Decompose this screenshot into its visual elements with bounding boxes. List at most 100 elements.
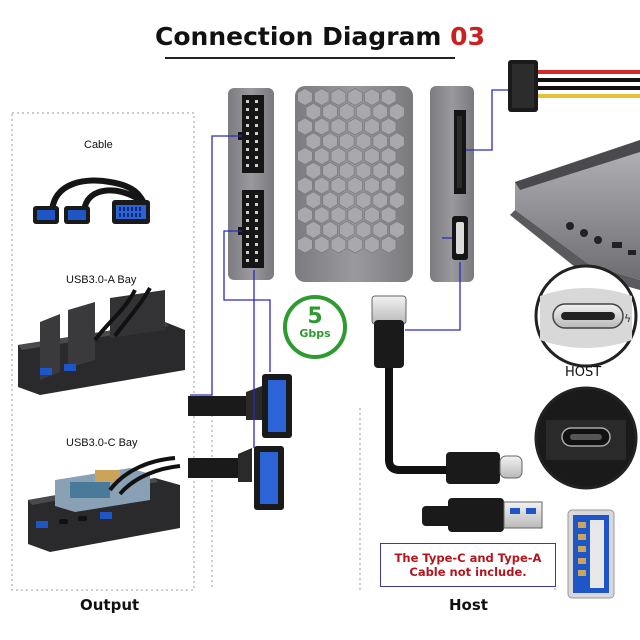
hexagon-vent (330, 176, 347, 195)
hexagon-vent (338, 220, 355, 239)
hexagon-vent (389, 220, 405, 239)
hexagon-vent (305, 191, 322, 210)
hexagon-vent (313, 88, 330, 106)
hexagon-vent (322, 220, 338, 239)
hexagon-vent (313, 206, 330, 224)
hexagon-vent (347, 235, 363, 254)
hexagon-vent (297, 88, 313, 106)
svg-text:ϟ: ϟ (624, 312, 631, 325)
hexagon-vent (380, 88, 397, 106)
hexagon-vent (380, 235, 397, 254)
hexagon-vent (330, 147, 347, 165)
hexagon-vent (330, 88, 347, 106)
hexagon-vent (322, 132, 338, 151)
hexagon-vent (347, 206, 363, 224)
speed-badge: 5 Gbps (280, 306, 350, 340)
black-usb-c-port-zoom-circle (534, 386, 638, 490)
hexagon-vent (297, 235, 313, 254)
hexagon-vent (380, 176, 397, 195)
title-number: 03 (450, 22, 485, 51)
hexagon-vent (330, 235, 347, 254)
hexagon-vent (389, 191, 405, 210)
connection-lines (190, 89, 508, 448)
hexagon-vent (389, 102, 405, 121)
device-header-side (228, 88, 274, 280)
header-cable-1 (188, 374, 292, 438)
title-underline (165, 57, 455, 59)
usb-a-cable (422, 498, 543, 532)
hexagon-vent (313, 117, 330, 136)
speed-value: 5 (307, 304, 323, 329)
hexagon-vent (338, 102, 355, 121)
hexagon-vent (389, 161, 405, 180)
usb-a-port-image (567, 509, 615, 599)
hexagon-vent (380, 206, 397, 224)
hexagon-vent (305, 220, 322, 239)
hexagon-vent (364, 206, 380, 224)
cable-label: Cable (84, 139, 113, 151)
note-text: The Type-C and Type-A Cable not include. (382, 551, 554, 579)
header-cable-2 (188, 446, 284, 510)
hexagon-vent (347, 176, 363, 195)
hexagon-vent (338, 161, 355, 180)
hexagon-vent (338, 132, 355, 151)
hexagon-vent (297, 206, 313, 224)
hexagon-vent (355, 191, 372, 210)
hexagon-vent (338, 191, 355, 210)
usb-c-port-zoom-circle: ϟ (534, 264, 638, 368)
hexagon-vent (355, 102, 372, 121)
hexagon-vent (322, 191, 338, 210)
hexagon-vent (330, 206, 347, 224)
device-top-hexagon (295, 86, 413, 282)
usb-a-bay-image (18, 287, 185, 395)
host-port-label: HOST (565, 365, 602, 380)
hexagon-vent (330, 117, 347, 136)
hexagon-vent (322, 102, 338, 121)
hexagon-vent (313, 176, 330, 195)
usb-a-bay-label: USB3.0-A Bay (66, 274, 137, 286)
usb-c-bay-image (28, 456, 181, 552)
hexagon-vent (372, 102, 389, 121)
speed-ring (283, 295, 347, 359)
hexagon-vent (364, 117, 380, 136)
hexagon-vent (380, 117, 397, 136)
hexagon-vent (380, 147, 397, 165)
hexagon-vent (305, 161, 322, 180)
hexagon-vent (313, 147, 330, 165)
hexagon-vent (355, 220, 372, 239)
usb-c-bay-label: USB3.0-C Bay (66, 437, 138, 449)
hexagon-vent (364, 235, 380, 254)
title-text: Connection Diagram (155, 22, 442, 51)
hexagon-vent (347, 147, 363, 165)
hexagon-vent (364, 88, 380, 106)
usb-header-cable-image (33, 177, 150, 224)
hexagon-vent (364, 147, 380, 165)
hexagon-vent (355, 132, 372, 151)
output-frame (11, 112, 195, 591)
hexagon-vent (355, 161, 372, 180)
note-line-2: Cable not include. (409, 565, 527, 579)
micro-b-to-usb-c-cable (371, 295, 523, 484)
note-box (380, 543, 556, 587)
sata-power-plug-image (508, 60, 640, 112)
hexagon-vent (372, 220, 389, 239)
hexagon-vent (364, 176, 380, 195)
hexagon-vent (297, 176, 313, 195)
hexagon-vent (389, 132, 405, 151)
hexagon-vent (372, 132, 389, 151)
output-label: Output (80, 596, 140, 614)
hexagon-vent (347, 117, 363, 136)
hexagon-vent (322, 161, 338, 180)
hexagon-vent (297, 117, 313, 136)
hexagon-vent (313, 235, 330, 254)
hexagon-vent (305, 102, 322, 121)
diagram-title: Connection Diagram 03 (0, 22, 640, 51)
hexagon-vent (347, 88, 363, 106)
hexagon-vent (305, 132, 322, 151)
device-port-side (430, 86, 474, 282)
speed-unit: Gbps (299, 327, 331, 340)
host-label: Host (449, 596, 488, 614)
hexagon-vent (372, 191, 389, 210)
hexagon-vent (372, 161, 389, 180)
